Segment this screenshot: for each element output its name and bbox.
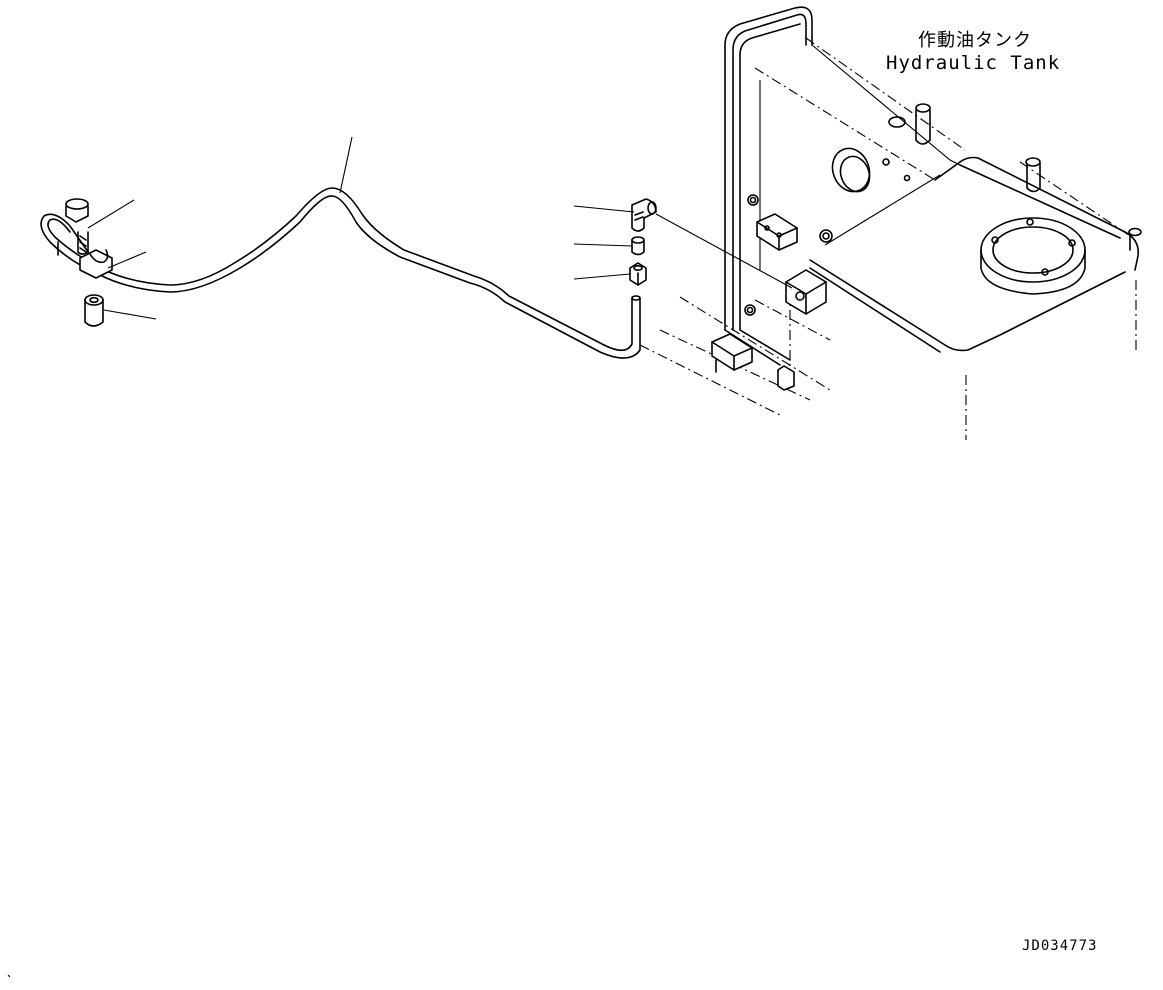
tank-boss xyxy=(980,217,1086,295)
tank-label-japanese: 作動油タンク xyxy=(918,30,1032,51)
collar xyxy=(84,294,104,327)
leader-lines xyxy=(87,136,793,320)
sleeve-nut xyxy=(629,262,647,286)
tank-studs xyxy=(743,103,1142,361)
sleeve-fitting xyxy=(631,236,645,256)
drawing-id: JD034773 xyxy=(1022,938,1098,954)
hydraulic-pipe xyxy=(40,187,641,359)
port-block xyxy=(785,269,827,315)
hydraulic-tank xyxy=(639,6,1142,440)
mounting-blocks xyxy=(711,213,798,391)
tank-label-english: Hydraulic Tank xyxy=(886,52,1061,74)
pipe-clamp xyxy=(65,198,113,279)
elbow-fitting xyxy=(631,198,657,232)
